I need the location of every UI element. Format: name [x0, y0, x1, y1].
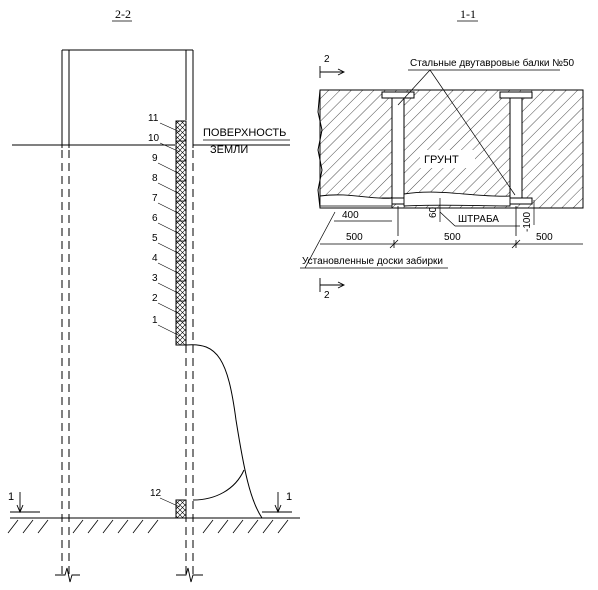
board-number: 5: [152, 233, 158, 244]
section-1-1-title: 1-1: [460, 7, 476, 21]
board-number: 6: [152, 213, 158, 224]
left-pile-break: [55, 567, 80, 583]
board-number: 4: [152, 253, 158, 264]
bottom-board-number: 12: [150, 488, 162, 499]
section-1-1: 1-1 2 2: [300, 7, 584, 301]
soil-block: [319, 89, 584, 209]
excavation-slope-lower: [192, 469, 245, 501]
dim-500: 500: [444, 232, 461, 243]
board-number: 2: [152, 293, 158, 304]
lagging-boards-stack: [175, 120, 187, 346]
section-2-2: 2-2 ПОВЕРХНОСТЬ ЗЕМЛИ: [7, 7, 300, 583]
section-marker-label: 2: [324, 290, 330, 301]
section-2-2-title: 2-2: [115, 7, 131, 21]
section-1-marker-left: 1: [8, 491, 40, 514]
section-2-marker-top: 2: [319, 54, 346, 78]
i-beam-left: [381, 91, 415, 205]
i-beam-right: [499, 91, 533, 205]
board-number: 3: [152, 273, 158, 284]
bottom-board: [175, 499, 187, 519]
section-1-marker-right: 1: [262, 491, 292, 514]
lagging-board-middle: [403, 191, 511, 207]
soil-label: ГРУНТ: [424, 154, 459, 166]
board-number: 9: [152, 153, 158, 164]
right-pile-break: [176, 567, 203, 583]
dim-400: 400: [342, 210, 359, 221]
section-marker-label: 1: [8, 491, 14, 503]
ground-label-line1: ПОВЕРХНОСТЬ: [203, 127, 286, 139]
dim-60: 60: [428, 206, 439, 218]
ground-hatch: [7, 519, 289, 534]
right-pile: [185, 150, 194, 575]
dim-100: -100: [522, 212, 533, 232]
ground-label-line2: ЗЕМЛИ: [210, 144, 248, 156]
board-number: 10: [148, 133, 160, 144]
board-number: 1: [152, 315, 158, 326]
board-number: 11: [148, 113, 159, 124]
boards-label: Установленные доски забирки: [302, 255, 443, 267]
board-labels: 1 2 3 4 5 6 7 8 9 10 11: [148, 113, 181, 337]
section-marker-label: 1: [286, 491, 292, 503]
beams-label: Стальные двутавровые балки №50: [410, 57, 575, 69]
groove-label: ШТРАБА: [458, 214, 499, 225]
board-number: 8: [152, 173, 158, 184]
board-number: 7: [152, 193, 158, 204]
dim-500: 500: [536, 232, 553, 243]
left-pile: [61, 150, 70, 575]
dim-500: 500: [346, 232, 363, 243]
section-2-marker-bottom: 2: [319, 278, 346, 301]
lagging-board-left: [319, 194, 393, 209]
section-marker-label: 2: [324, 54, 330, 65]
portal-frame: [61, 49, 194, 148]
excavation-slope: [185, 344, 263, 519]
